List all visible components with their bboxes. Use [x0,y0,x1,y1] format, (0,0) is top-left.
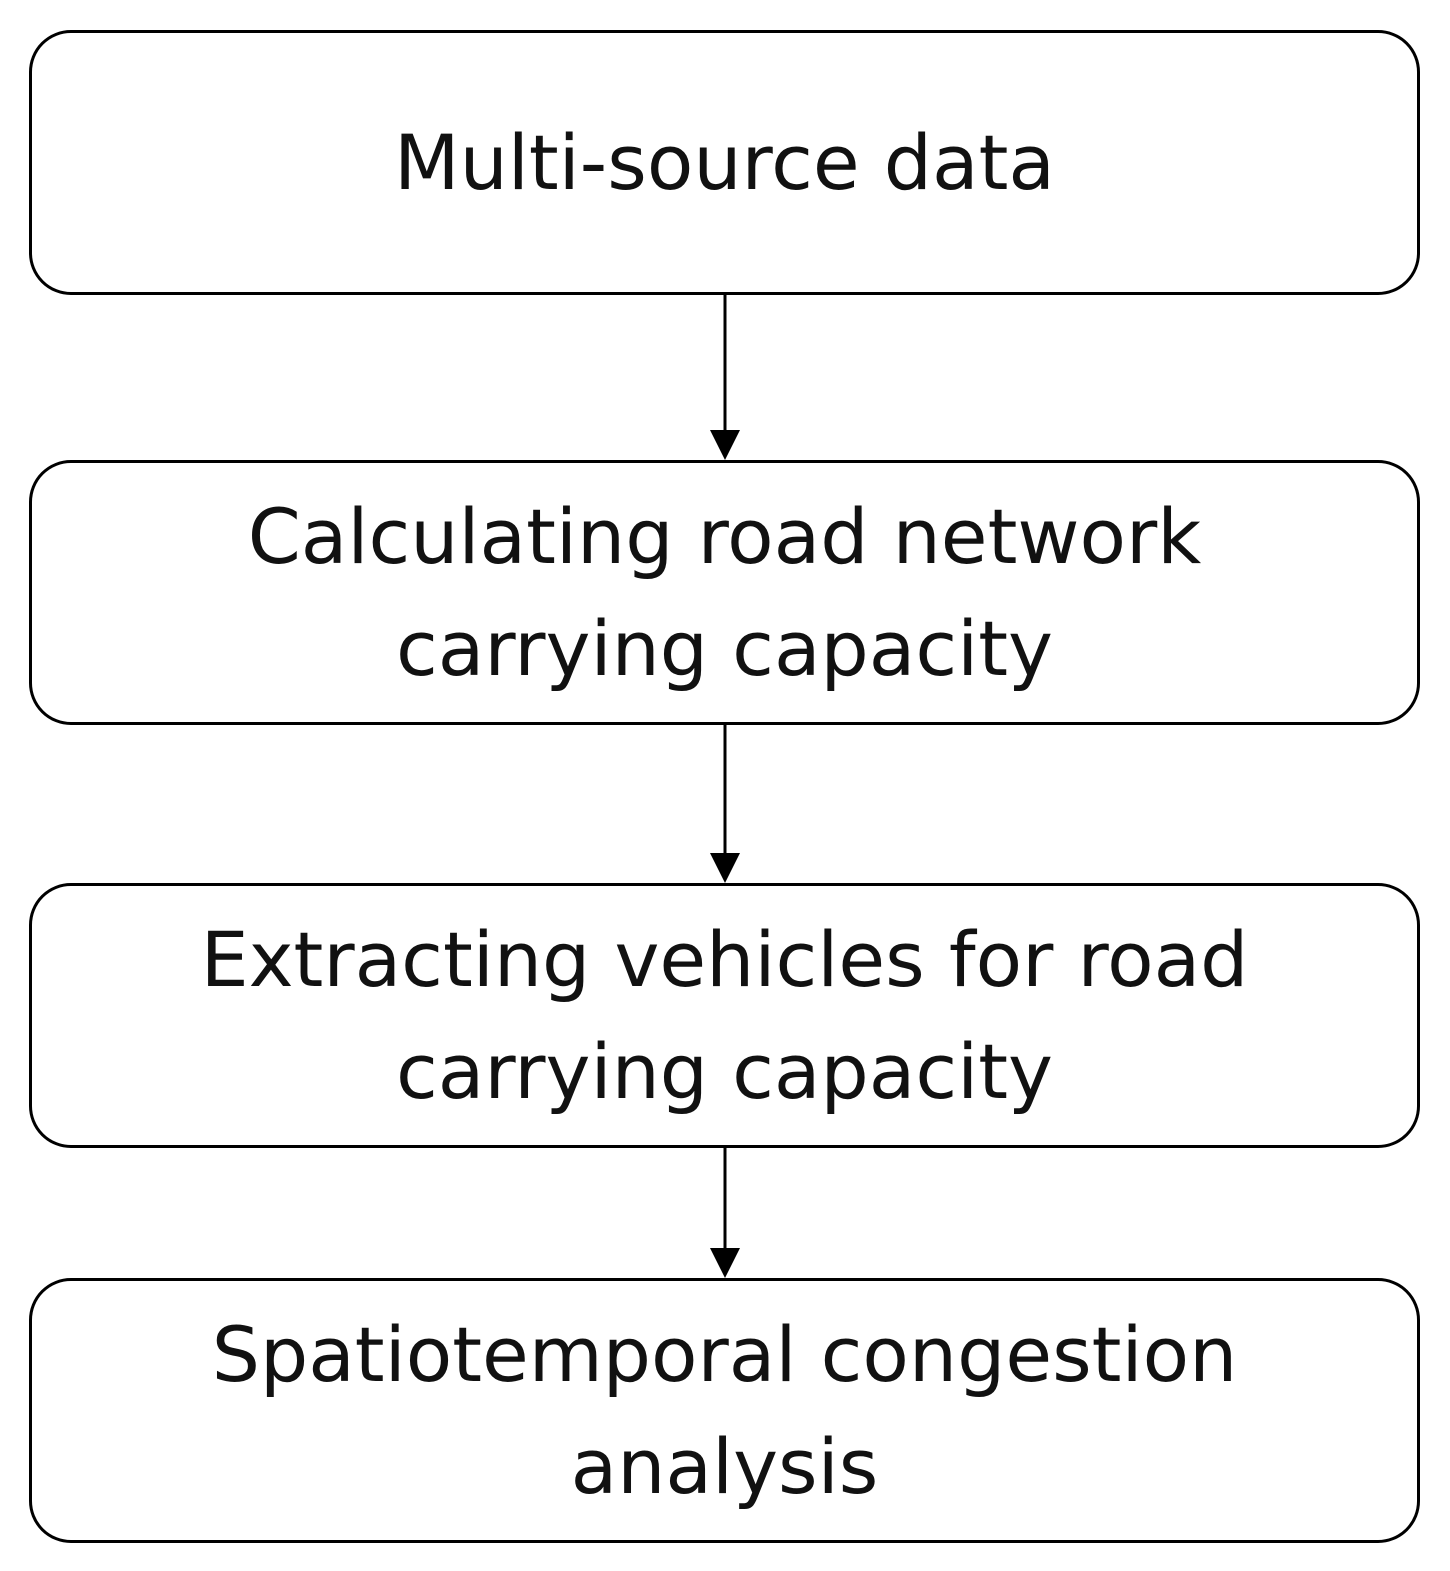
step-extracting-vehicles: Extracting vehicles for road carrying ca… [29,883,1420,1148]
arrowhead-icon [710,1248,740,1278]
step-calculating-capacity: Calculating road network carrying capaci… [29,460,1420,725]
arrow-1-to-2 [710,295,740,460]
arrowhead-icon [710,430,740,460]
step-label: Extracting vehicles for road carrying ca… [200,914,1249,1116]
step-label: Spatiotemporal congestion analysis [211,1309,1238,1511]
step-multi-source-data: Multi-source data [29,30,1420,295]
step-congestion-analysis: Spatiotemporal congestion analysis [29,1278,1420,1543]
arrow-2-to-3 [710,725,740,883]
step-label: Calculating road network carrying capaci… [247,491,1202,693]
step-label: Multi-source data [394,117,1055,207]
arrowhead-icon [710,853,740,883]
arrow-3-to-4 [710,1148,740,1278]
